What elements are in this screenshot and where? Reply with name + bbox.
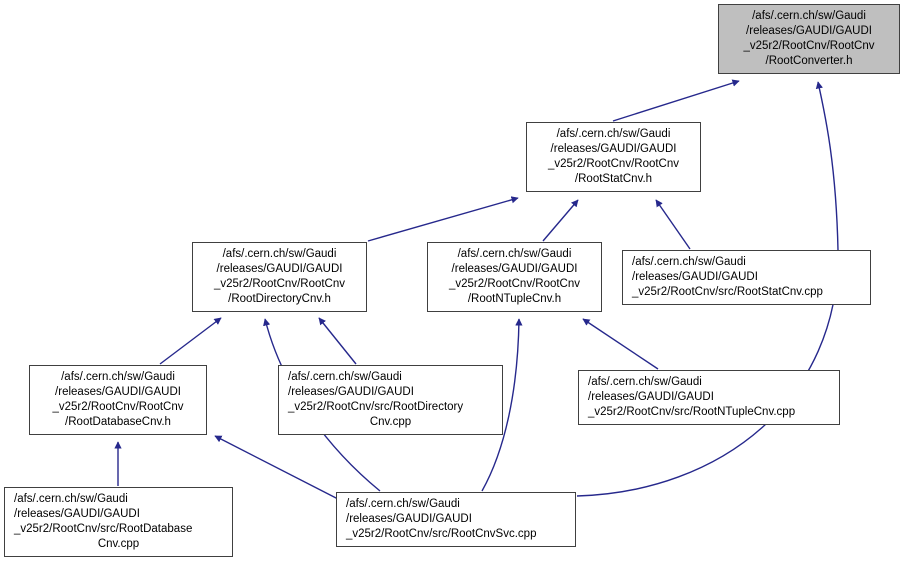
node-rootstatcnv-cpp[interactable]: /afs/.cern.ch/sw/Gaudi/releases/GAUDI/GA…	[622, 250, 871, 305]
node-rootstatcnv-h[interactable]: /afs/.cern.ch/sw/Gaudi/releases/GAUDI/GA…	[526, 122, 701, 192]
edge-rootdirectorycnv-h-to-rootstatcnv-h	[367, 196, 519, 242]
node-label-line: /releases/GAUDI/GAUDI	[746, 24, 872, 37]
node-label-line: Cnv.cpp	[97, 538, 140, 551]
node-label-line: /afs/.cern.ch/sw/Gaudi	[556, 127, 671, 140]
node-label-line: /RootDirectoryCnv.h	[228, 293, 331, 306]
node-label-line: _v25r2/RootCnv/RootCnv	[743, 40, 875, 52]
node-label-line: /afs/.cern.ch/sw/Gaudi	[288, 370, 402, 383]
node-rootntuplecnv-cpp[interactable]: /afs/.cern.ch/sw/Gaudi/releases/GAUDI/GA…	[578, 370, 840, 425]
node-label-line: /releases/GAUDI/GAUDI	[14, 507, 140, 520]
node-label-line: /RootConverter.h	[765, 55, 853, 68]
node-label-line: /releases/GAUDI/GAUDI	[550, 142, 677, 155]
node-label-line: /releases/GAUDI/GAUDI	[216, 262, 343, 275]
node-rootntuplecnv-h[interactable]: /afs/.cern.ch/sw/Gaudi/releases/GAUDI/GA…	[427, 242, 602, 312]
edge-rootntuplecnv-h-to-rootstatcnv-h	[542, 199, 579, 242]
node-label-line: _v25r2/RootCnv/RootCnv	[213, 278, 346, 290]
node-label-line: _v25r2/RootCnv/RootCnv	[547, 158, 680, 170]
node-label-line: /releases/GAUDI/GAUDI	[588, 390, 714, 403]
node-rootdirectorycnv-cpp[interactable]: /afs/.cern.ch/sw/Gaudi/releases/GAUDI/GA…	[278, 365, 503, 435]
node-label-line: /RootStatCnv.h	[574, 173, 653, 186]
node-label-line: /afs/.cern.ch/sw/Gaudi	[588, 375, 702, 388]
node-label-line: /afs/.cern.ch/sw/Gaudi	[346, 497, 460, 510]
node-label-line: /releases/GAUDI/GAUDI	[346, 512, 472, 525]
node-label-line: _v25r2/RootCnv/src/RootStatCnv.cpp	[632, 286, 823, 299]
node-label-line: _v25r2/RootCnv/src/RootDirectory	[288, 401, 464, 413]
node-label-line: /afs/.cern.ch/sw/Gaudi	[457, 247, 572, 260]
node-label-line: /afs/.cern.ch/sw/Gaudi	[14, 492, 128, 505]
node-label-line: /releases/GAUDI/GAUDI	[632, 270, 758, 283]
node-label-line: /releases/GAUDI/GAUDI	[55, 385, 181, 398]
node-label-line: /afs/.cern.ch/sw/Gaudi	[61, 370, 175, 383]
edge-rootdatabasecnv-h-to-rootdirectorycnv-h	[159, 317, 222, 365]
edge-rootcnvsvc-cpp-to-rootntuplecnv-h	[481, 318, 523, 492]
node-rootdatabasecnv-cpp[interactable]: /afs/.cern.ch/sw/Gaudi/releases/GAUDI/GA…	[4, 487, 233, 557]
node-label-line: _v25r2/RootCnv/RootCnv	[448, 278, 581, 290]
node-label-line: /afs/.cern.ch/sw/Gaudi	[632, 255, 746, 268]
edge-rootdirectorycnv-cpp-to-rootdirectorycnv-h	[318, 317, 357, 365]
node-label-line: /releases/GAUDI/GAUDI	[451, 262, 578, 275]
edge-rootstatcnv-cpp-to-rootstatcnv-h	[655, 199, 691, 250]
node-label-line: /releases/GAUDI/GAUDI	[288, 385, 414, 398]
edge-rootcnvsvc-cpp-to-rootdatabasecnv-h	[214, 435, 339, 500]
node-rootdatabasecnv-h[interactable]: /afs/.cern.ch/sw/Gaudi/releases/GAUDI/GA…	[29, 365, 207, 435]
node-label-line: _v25r2/RootCnv/src/RootNTupleCnv.cpp	[588, 406, 796, 419]
node-rootdirectorycnv-h[interactable]: /afs/.cern.ch/sw/Gaudi/releases/GAUDI/GA…	[192, 242, 367, 312]
node-rootcnvsvc-cpp[interactable]: /afs/.cern.ch/sw/Gaudi/releases/GAUDI/GA…	[336, 492, 576, 547]
node-label-line: Cnv.cpp	[369, 416, 412, 429]
node-label-line: /afs/.cern.ch/sw/Gaudi	[222, 247, 337, 260]
node-rootconverter-h[interactable]: /afs/.cern.ch/sw/Gaudi/releases/GAUDI/GA…	[718, 4, 900, 74]
edge-rootcnvsvc-cpp-to-rootconverter-h	[576, 81, 839, 497]
node-label-line: _v25r2/RootCnv/RootCnv	[52, 401, 184, 413]
node-label-line: /RootDatabaseCnv.h	[65, 416, 171, 429]
node-label-line: /afs/.cern.ch/sw/Gaudi	[752, 9, 866, 22]
edge-rootntuplecnv-cpp-to-rootntuplecnv-h	[582, 318, 659, 370]
edge-rootstatcnv-h-to-rootconverter-h	[612, 79, 740, 122]
node-label-line: _v25r2/RootCnv/src/RootCnvSvc.cpp	[346, 528, 537, 541]
node-label-line: _v25r2/RootCnv/src/RootDatabase	[14, 523, 193, 535]
node-label-line: /RootNTupleCnv.h	[467, 293, 562, 306]
